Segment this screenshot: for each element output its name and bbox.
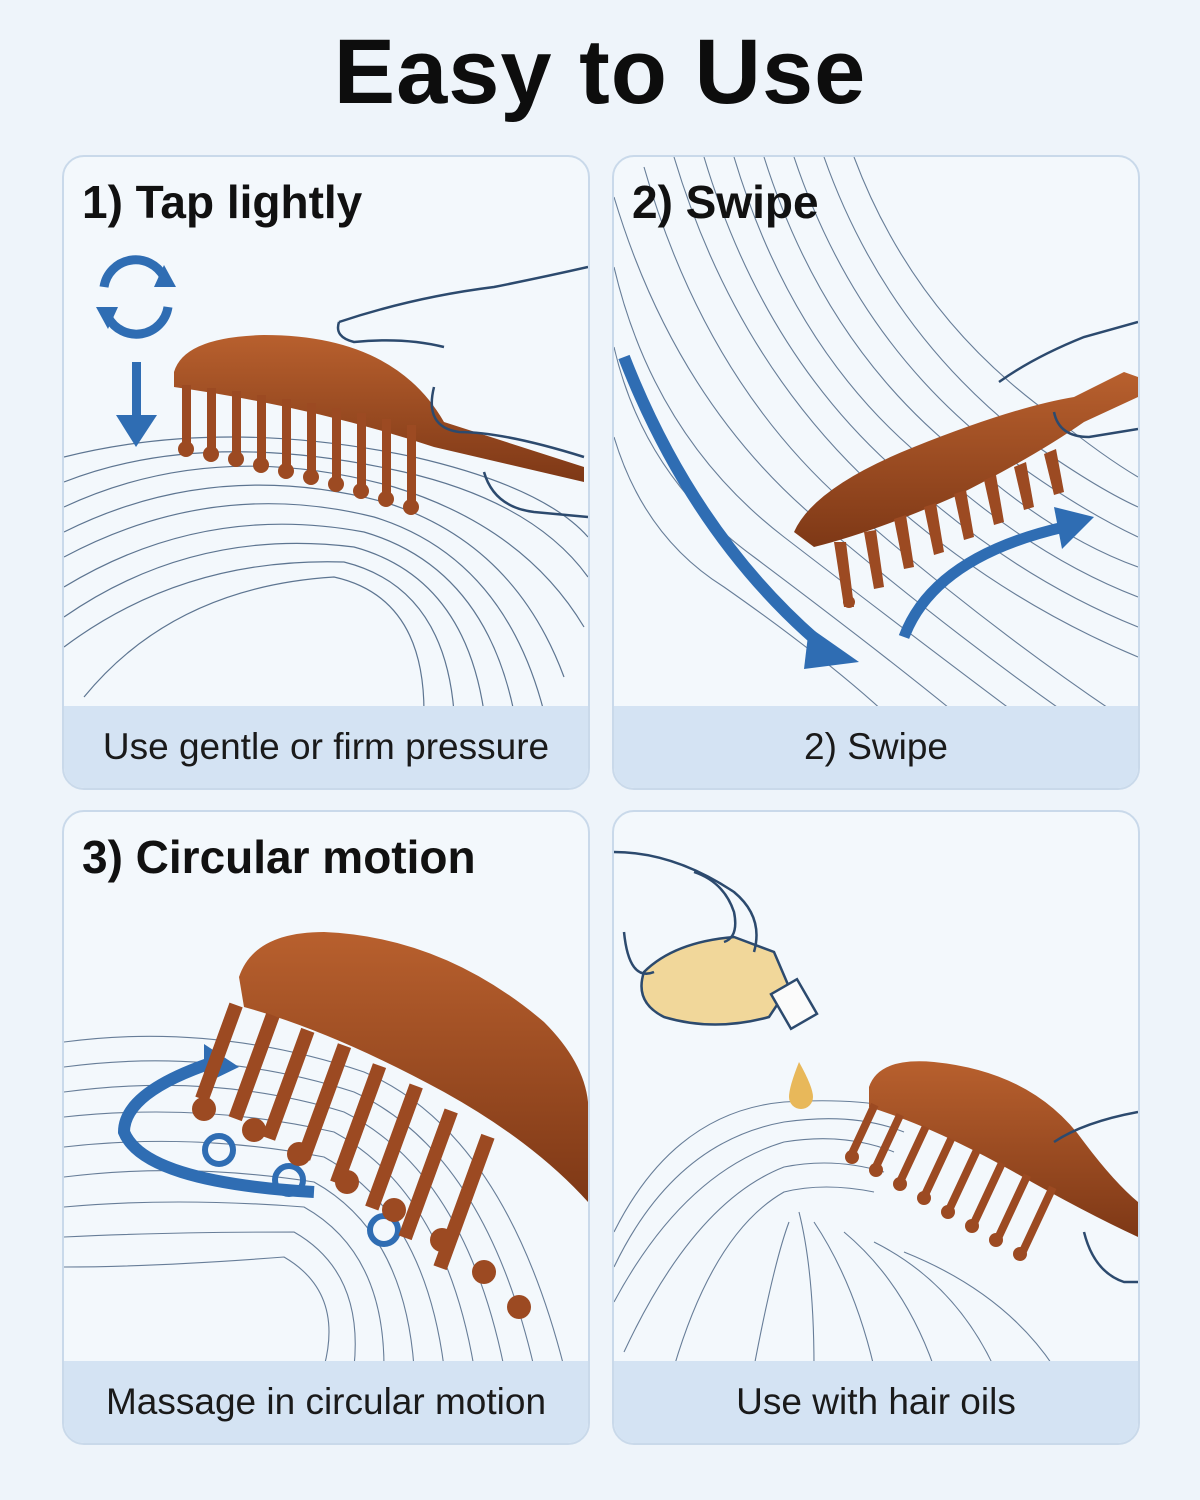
oil-drop-icon	[789, 1062, 813, 1109]
hair-strands	[64, 436, 588, 712]
panel-caption: Use gentle or firm pressure	[64, 706, 588, 788]
hand-outline-right	[1053, 1110, 1138, 1284]
wooden-comb	[794, 372, 1138, 608]
panel-tap-lightly: 1) Tap lightly	[62, 155, 590, 790]
hair-oil-illustration	[614, 850, 1138, 1367]
tap-illustration	[64, 255, 588, 712]
panel-caption: Use with hair oils	[614, 1361, 1138, 1443]
swipe-arrow-icon	[618, 354, 859, 669]
panel-swipe: 2) Swipe	[612, 155, 1140, 790]
panel-circular-motion: 3) Circular motion	[62, 810, 590, 1445]
panel-caption: 2) Swipe	[614, 706, 1138, 788]
panel-caption: Massage in circular motion	[64, 1361, 588, 1443]
curve-arrow-icon	[898, 507, 1094, 639]
hand-outline	[614, 850, 758, 975]
rotate-icon	[96, 255, 176, 339]
oil-bottle-icon	[640, 935, 819, 1031]
wooden-comb	[174, 335, 584, 515]
panel-heading: 2) Swipe	[632, 176, 819, 228]
circular-motion-illustration	[64, 932, 588, 1367]
hair-strands	[64, 1035, 565, 1367]
wooden-comb	[845, 1061, 1138, 1261]
page-title: Easy to Use	[333, 21, 867, 123]
panel-heading: 1) Tap lightly	[82, 176, 363, 228]
hand-outline	[336, 265, 588, 519]
panel-hair-oils: Use with hair oils	[612, 810, 1140, 1445]
hand-outline	[998, 320, 1138, 439]
panel-heading: 3) Circular motion	[82, 831, 476, 883]
wooden-comb	[192, 932, 588, 1319]
down-arrow-icon	[116, 362, 157, 447]
swipe-illustration	[614, 157, 1138, 712]
